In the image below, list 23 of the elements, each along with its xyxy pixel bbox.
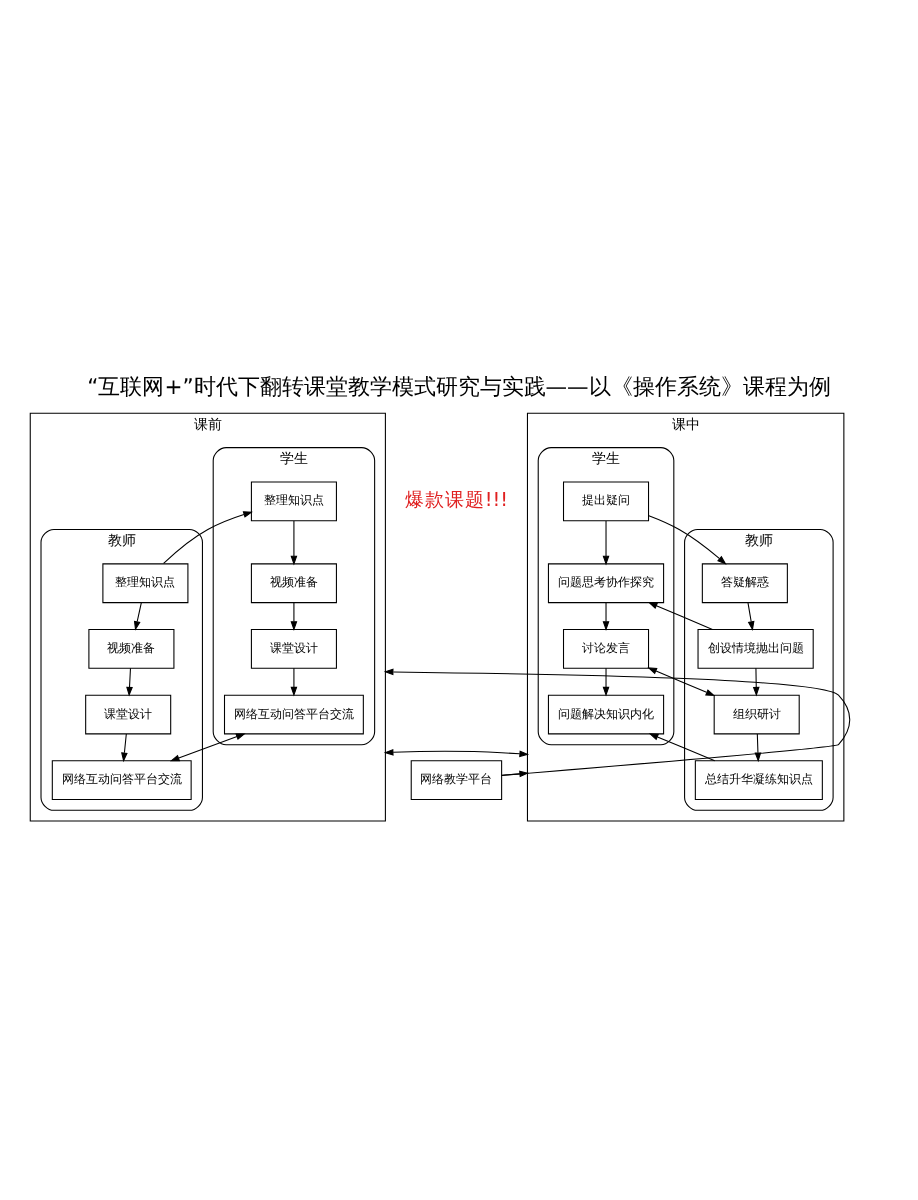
arrow (133, 601, 142, 630)
arrow (647, 601, 713, 630)
arrow (163, 510, 253, 563)
arrow (754, 732, 762, 762)
arrow (126, 666, 133, 696)
arrow (602, 666, 610, 696)
arrow (290, 601, 298, 630)
label: 爆款课题!!! (404, 489, 509, 512)
arrow (648, 514, 727, 564)
arrow (747, 601, 755, 630)
arrow (648, 732, 716, 761)
arrow (121, 732, 128, 762)
diagram-title: “互联网+”时代下翻转课堂教学模式研究与实践——以《操作系统》课程为例 (87, 372, 831, 399)
arrow (647, 666, 716, 696)
arrow (290, 519, 298, 565)
arrow (501, 769, 530, 777)
arrow (383, 667, 851, 775)
arrow (602, 519, 610, 565)
arrow (169, 732, 246, 761)
arrow (752, 666, 760, 696)
arrow (290, 666, 298, 696)
arrow (602, 601, 610, 630)
arrow (383, 747, 530, 757)
